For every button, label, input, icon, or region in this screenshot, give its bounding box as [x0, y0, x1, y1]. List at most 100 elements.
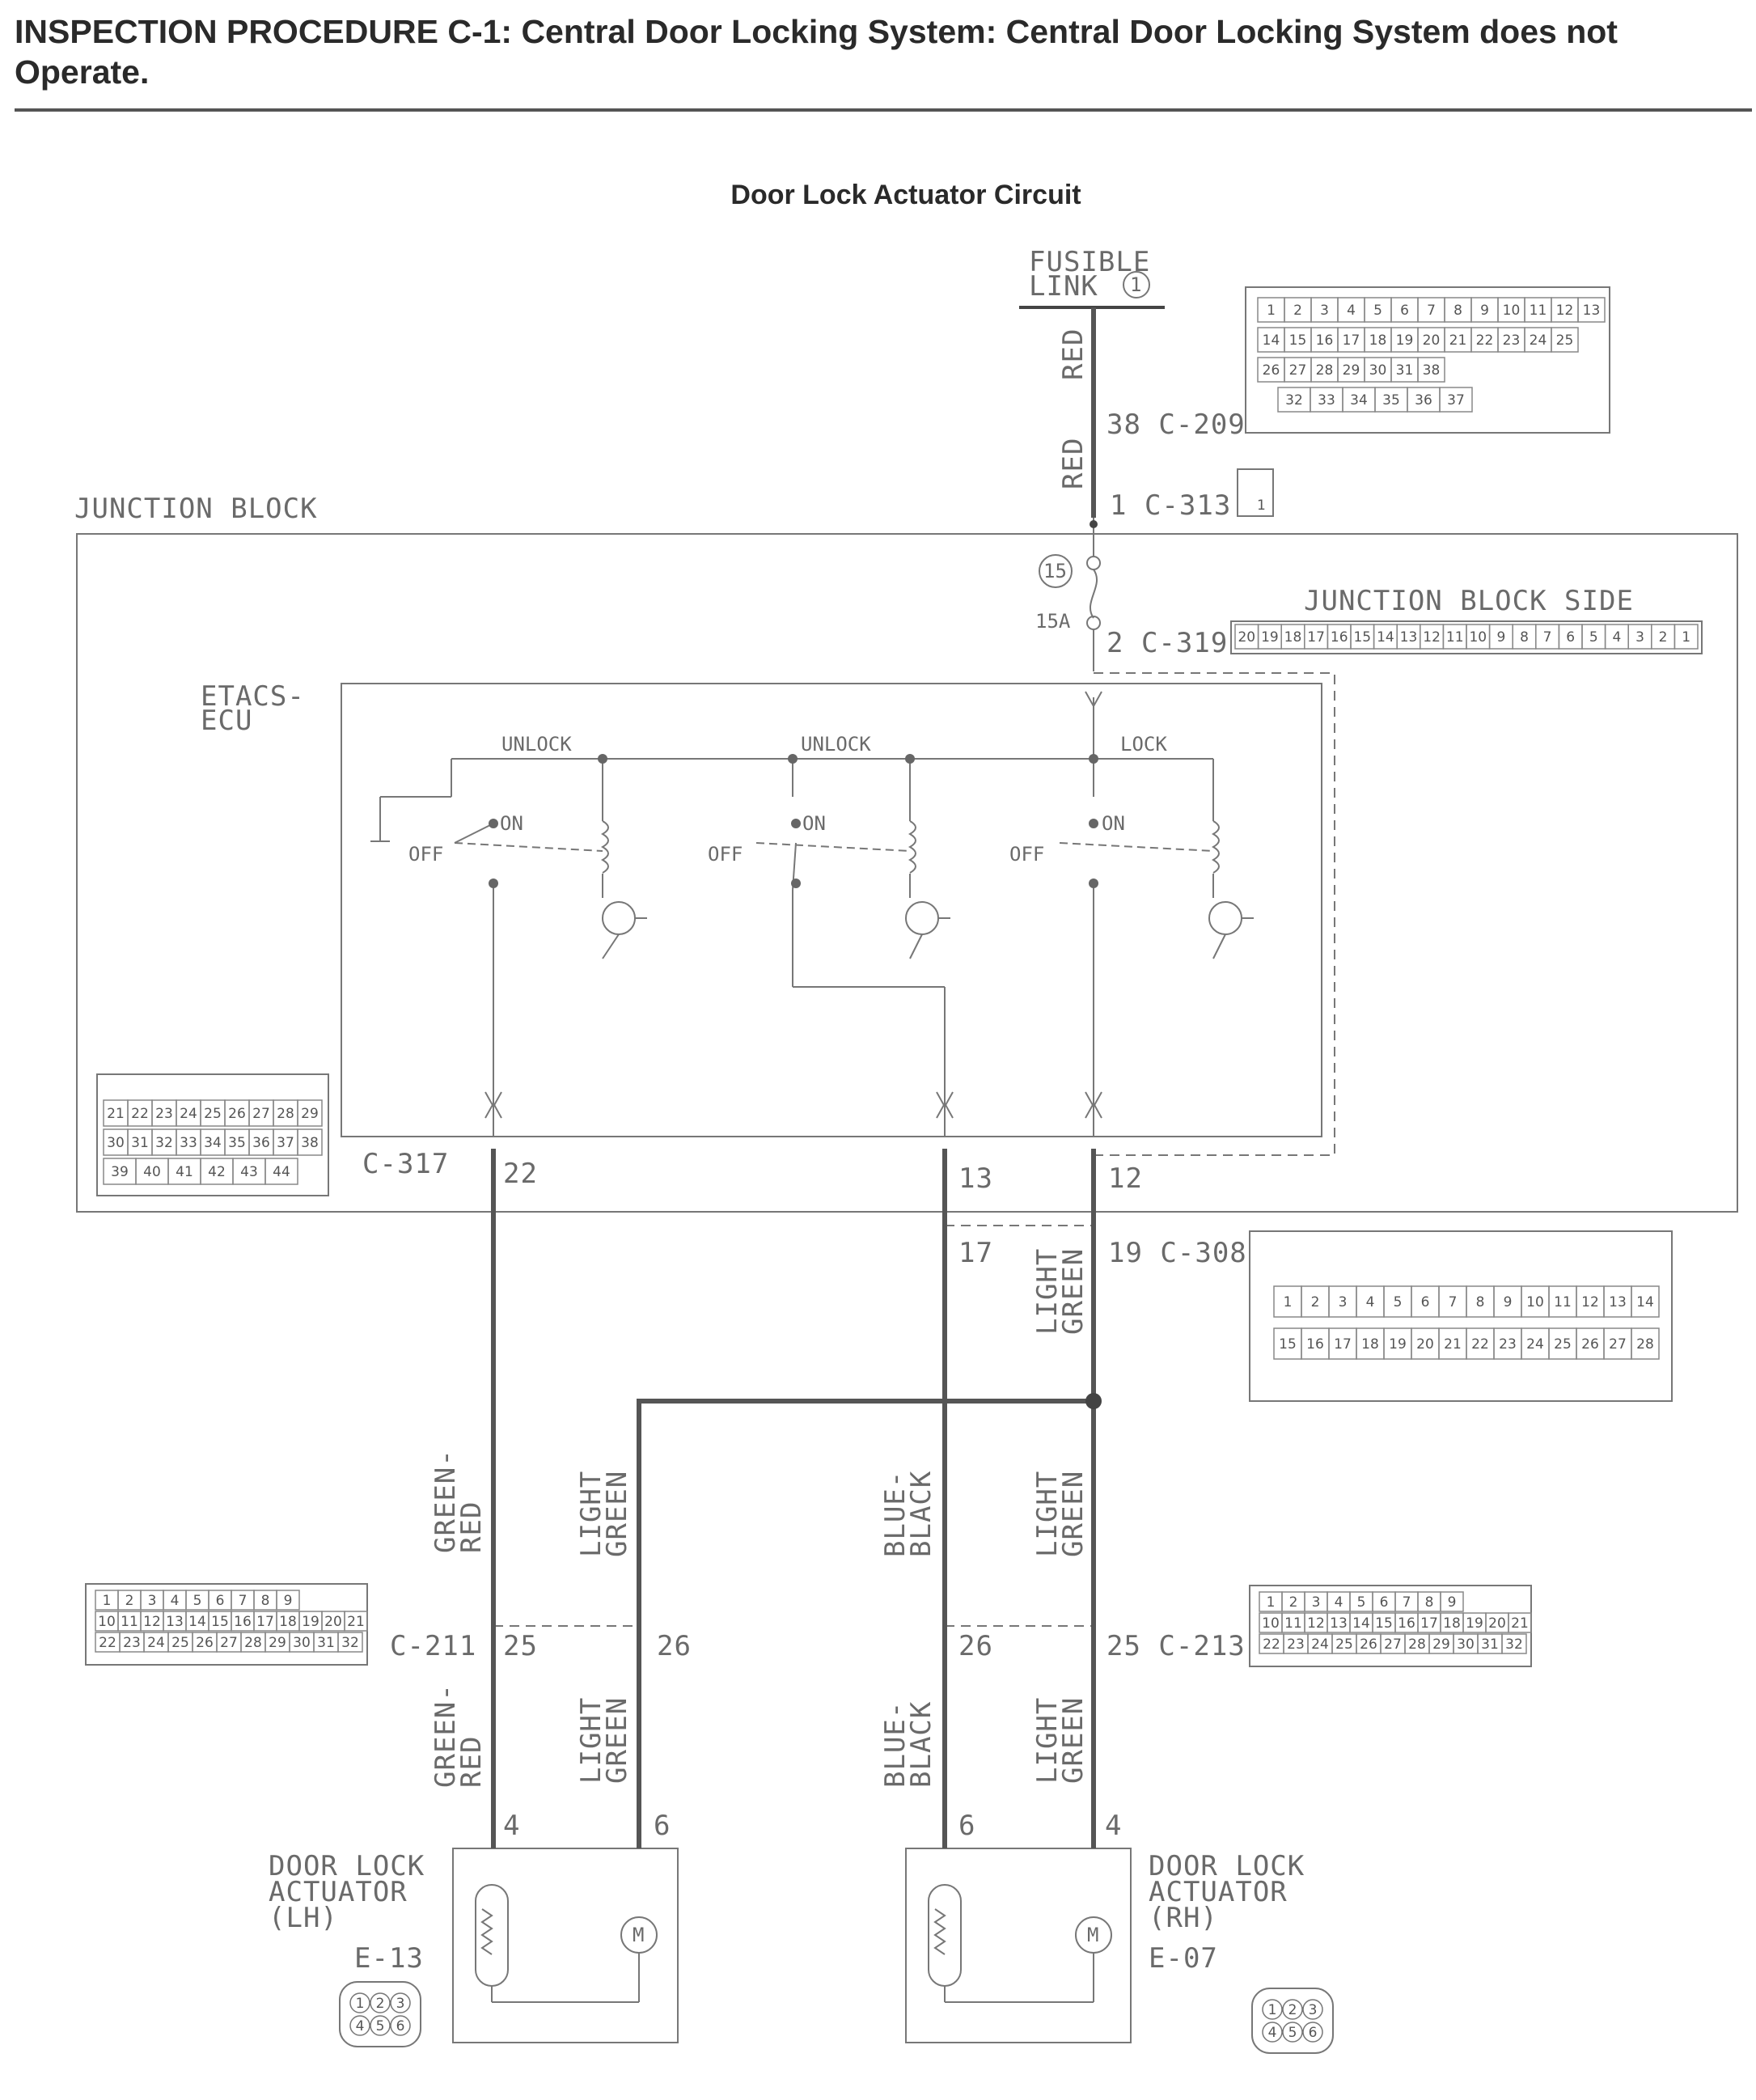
- actuator-pin-label: 4: [1268, 2025, 1277, 2041]
- c209-pin-label: 17: [1343, 332, 1360, 349]
- c308-pin-cell: [1631, 1285, 1660, 1318]
- actuator-pin-label: 6: [396, 2018, 405, 2034]
- c211-pin-label: 25: [171, 1635, 189, 1651]
- c211-pin-label: 26: [196, 1635, 214, 1651]
- c317-pin-label: 41: [176, 1164, 193, 1180]
- c308-pin-label: 12: [1581, 1294, 1599, 1310]
- c209-pin-label: 34: [1350, 392, 1368, 409]
- motor-symbol-lh: M: [633, 1924, 644, 1946]
- connector-c313: 1 C-313: [1110, 489, 1231, 522]
- actuator-pin-label: 2: [376, 1996, 385, 2012]
- actuator-pin-cell: [390, 2015, 411, 2036]
- wire-color-light-green-2a: LIGHT: [1031, 1471, 1064, 1557]
- c317-pin-label: 43: [240, 1164, 258, 1180]
- c209-pin-label: 18: [1369, 332, 1387, 349]
- c213-pin-label: 8: [1425, 1594, 1434, 1611]
- c211-pin-label: 6: [216, 1593, 225, 1609]
- c211-pin-label: 15: [211, 1614, 229, 1630]
- c319-pin-label: 8: [1520, 629, 1529, 646]
- c213-pin-label: 9: [1448, 1594, 1457, 1611]
- c308-pin-label: 24: [1526, 1336, 1544, 1353]
- actuator-pin-cell: [1262, 1999, 1283, 2020]
- fusible-link-label-2: LINK: [1029, 270, 1098, 303]
- c209-pin-label: 26: [1263, 362, 1280, 379]
- c317-pin-label: 42: [208, 1164, 226, 1180]
- c211-pin-label: 32: [341, 1635, 359, 1651]
- c209-pin-label: 28: [1316, 362, 1334, 379]
- c213-pin-label: 21: [1511, 1615, 1529, 1632]
- actuator-pin-cell: [370, 2015, 391, 2036]
- c213-pin-label: 16: [1398, 1615, 1415, 1632]
- c211-pin-cell: [337, 1632, 363, 1653]
- c317-pin-label: 39: [111, 1164, 129, 1180]
- off-label-3: OFF: [1009, 843, 1044, 866]
- actuator-pin-cell: [390, 1992, 411, 2013]
- actuator-pin-label: 6: [1309, 2025, 1318, 2041]
- c308-pin-label: 4: [1366, 1294, 1375, 1310]
- c317-pin-cell: [297, 1128, 323, 1156]
- unlock-label-1: UNLOCK: [501, 733, 572, 756]
- wire-color-light-green-c308-2: GREEN: [1057, 1248, 1090, 1335]
- wire-color-light-green-4a: LIGHT: [1031, 1697, 1064, 1784]
- c308-pin-label: 16: [1306, 1336, 1324, 1353]
- connector-c211: C-211: [390, 1630, 476, 1662]
- c213-pin-label: 27: [1384, 1636, 1402, 1653]
- c209-pin-label: 36: [1415, 392, 1432, 409]
- wire-color-light-green-2b: GREEN: [1057, 1471, 1090, 1557]
- junction-block-label: JUNCTION BLOCK: [74, 493, 318, 525]
- pin-26-lh: 26: [657, 1630, 692, 1662]
- c211-pin-label: 3: [148, 1593, 157, 1609]
- actuator-lh-label-3: (LH): [269, 1902, 338, 1934]
- c319-pin-label: 10: [1469, 629, 1487, 646]
- junction-block-side-label: JUNCTION BLOCK SIDE: [1304, 585, 1634, 617]
- c209-pin-cell: [1417, 357, 1445, 383]
- c213-pin-label: 29: [1432, 1636, 1450, 1653]
- c319-pin-label: 15: [1353, 629, 1371, 646]
- actuator-pin-cell: [1302, 2022, 1323, 2043]
- c317-pin-label: 44: [273, 1164, 290, 1180]
- c209-pin-label: 24: [1530, 332, 1547, 349]
- c213-pin-label: 1: [1267, 1594, 1276, 1611]
- c209-pin-cell: [1577, 297, 1606, 323]
- c209-pin-cell: [1439, 387, 1473, 413]
- c209-pin-label: 6: [1400, 303, 1409, 319]
- c319-pin-label: 14: [1377, 629, 1394, 646]
- c308-pin-label: 23: [1499, 1336, 1517, 1353]
- wire-color-red-1: RED: [1057, 328, 1090, 380]
- c213-pin-label: 26: [1360, 1636, 1377, 1653]
- c211-pin-label: 29: [269, 1635, 286, 1651]
- c213-pin-label: 30: [1457, 1636, 1475, 1653]
- c317-pin-label: 37: [277, 1135, 294, 1151]
- c213-pin-label: 31: [1481, 1636, 1499, 1653]
- c317-pin-label: 40: [143, 1164, 161, 1180]
- c211-pin-label: 9: [284, 1593, 293, 1609]
- c209-pin-label: 37: [1447, 392, 1465, 409]
- c209-pin-label: 38: [1423, 362, 1441, 379]
- actuator-pin-label: 5: [1288, 2025, 1297, 2041]
- wire-color-blue-black-2a: BLUE-: [879, 1701, 912, 1788]
- pin-6-rh: 6: [958, 1810, 975, 1842]
- actuator-pin-cell: [349, 1992, 370, 2013]
- c209-pin-label: 2: [1293, 303, 1302, 319]
- c211-pin-label: 7: [239, 1593, 248, 1609]
- c308-pin-label: 7: [1449, 1294, 1458, 1310]
- c308-pin-label: 22: [1471, 1336, 1489, 1353]
- wire-color-blue-black-2b: BLACK: [905, 1701, 937, 1788]
- c209-pin-label: 22: [1476, 332, 1494, 349]
- actuator-pin-label: 1: [1268, 2002, 1277, 2018]
- c213-pin-label: 24: [1311, 1636, 1329, 1653]
- on-label-2: ON: [802, 812, 826, 835]
- c211-pin-label: 23: [123, 1635, 141, 1651]
- pin-17: 17: [958, 1237, 993, 1269]
- c319-pin-label: 7: [1543, 629, 1552, 646]
- c308-pin-label: 2: [1311, 1294, 1320, 1310]
- actuator-pin-label: 3: [1309, 2002, 1318, 2018]
- c317-pin-cell: [264, 1158, 298, 1185]
- c319-pin-label: 1: [1682, 629, 1690, 646]
- connector-housing: [96, 1073, 329, 1196]
- c317-pin-label: 30: [107, 1135, 125, 1151]
- c209-pin-label: 8: [1453, 303, 1462, 319]
